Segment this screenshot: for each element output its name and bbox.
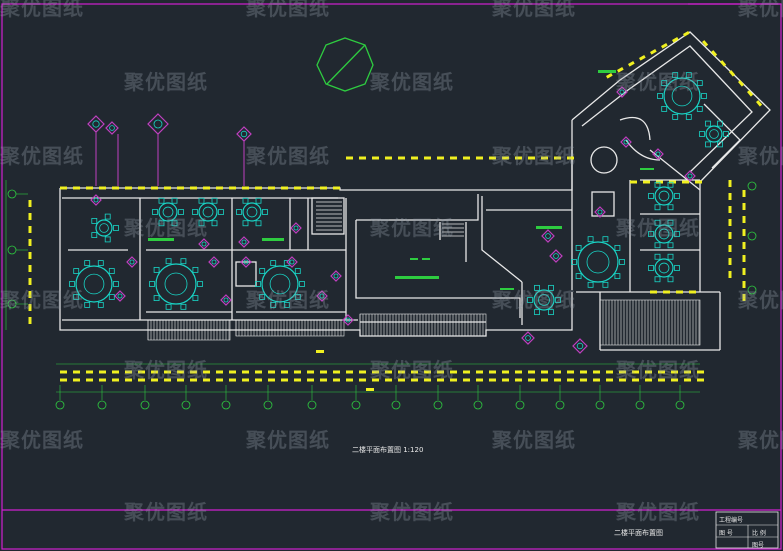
- title-block-row-3: 图号: [752, 542, 765, 549]
- title-block-header: 工程编号: [719, 517, 744, 524]
- sheet-title: 二楼平面布置图: [614, 529, 663, 537]
- north-arrow-icon: [316, 37, 374, 92]
- dining-tables: [69, 72, 729, 316]
- window-marks: [28, 31, 763, 391]
- axis-grid: [5, 180, 779, 549]
- title-block-row-1: 图 号: [719, 530, 733, 537]
- building-walls: [59, 150, 573, 337]
- ceiling-fixtures: [87, 86, 696, 354]
- room-labels: [148, 70, 654, 290]
- window-bands: [147, 299, 701, 346]
- sheet-border: [1, 3, 782, 550]
- stairs: [316, 201, 464, 237]
- plan-title: 二楼平面布置图 1:120: [352, 446, 424, 454]
- title-block-row-2: 比 例: [752, 530, 766, 537]
